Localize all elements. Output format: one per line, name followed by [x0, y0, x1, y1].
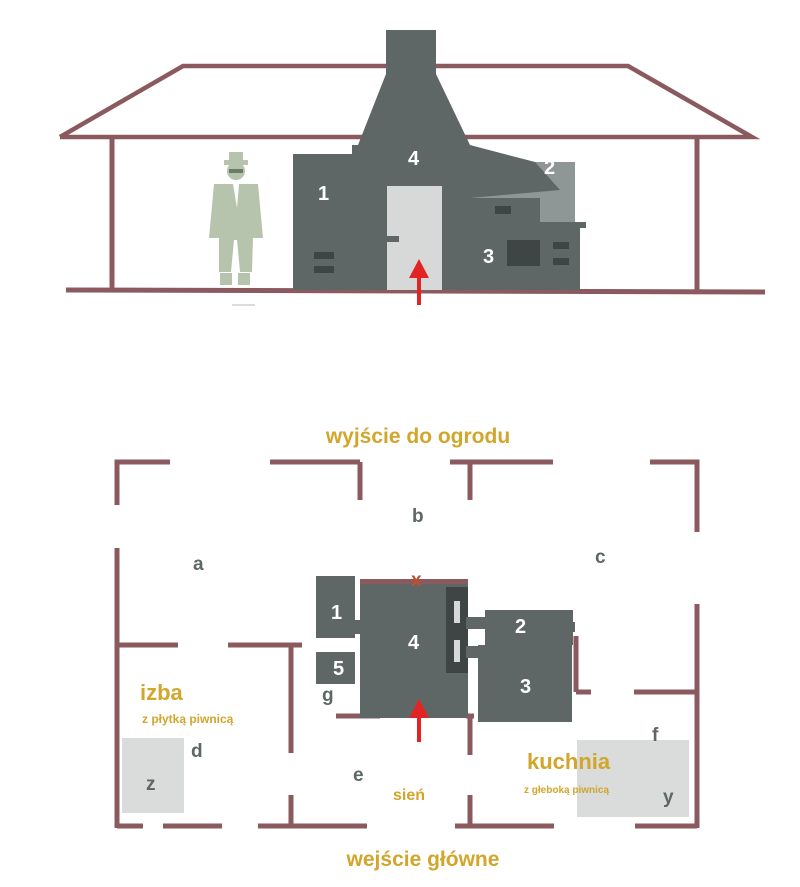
plan-flue-slot-2: [454, 640, 460, 662]
roof-outline: [58, 63, 761, 140]
plan-stove-4-rim: [360, 579, 468, 584]
man-in-hat-icon: [209, 152, 263, 285]
plan-flue-link-1: [466, 617, 486, 629]
main-entrance-label: wejście główne: [346, 848, 500, 871]
plan-letter-c: c: [595, 547, 606, 568]
room-sien-label: sień: [393, 787, 425, 804]
plan-letter-y: y: [663, 787, 674, 808]
plan-letter-e: e: [353, 765, 364, 786]
plan-flue-slot-1: [454, 601, 460, 623]
flue-connector: [462, 175, 472, 215]
inner-walls: [117, 636, 697, 826]
door-handle: [383, 236, 399, 242]
plan-stove-1: [316, 576, 355, 638]
plan-letter-b: b: [412, 506, 424, 527]
plan-label-3: 3: [520, 676, 531, 698]
plan-label-2: 2: [515, 616, 526, 638]
stove-3-vent-2: [553, 258, 569, 265]
cellar-z: [122, 738, 184, 813]
room-kuchnia-sublabel: z głeboką piwnicą: [524, 785, 609, 796]
stove-1-vent-bottom: [314, 266, 334, 273]
plan-label-1: 1: [331, 602, 342, 624]
plan-letter-d: d: [191, 741, 203, 762]
garden-exit-label: wyjście do ogrodu: [325, 425, 510, 448]
stove-1-cap-2: [350, 180, 357, 190]
plan-letter-z: z: [146, 774, 156, 795]
plan-letter-g: g: [322, 685, 334, 706]
plan-label-4: 4: [408, 632, 420, 654]
room-izba-label: izba: [140, 680, 184, 705]
stove-2-vent: [495, 206, 511, 214]
floor-line: [65, 287, 766, 295]
plan-stove-5: [316, 652, 355, 684]
outer-walls: [114, 459, 700, 829]
cellar-y: [577, 740, 689, 817]
stove-2-hood: [470, 145, 560, 198]
elevation-view: 1 2 3 4: [58, 30, 766, 306]
elevation-label-1: 1: [318, 183, 329, 205]
stove-1-vent-top: [314, 252, 334, 259]
plan-red-arrow-up-icon: [409, 699, 429, 742]
elevation-label-2: 2: [544, 157, 555, 179]
plan-stove-2: [485, 610, 573, 645]
plan-label-5: 5: [333, 658, 344, 680]
chimney-hood: [358, 30, 470, 145]
stove-3-top: [466, 222, 586, 228]
stove-3-oven: [507, 240, 540, 266]
stove-1-cap: [350, 163, 357, 176]
elevation-label-4: 4: [408, 148, 420, 170]
plan-letter-x: x: [411, 570, 422, 591]
room-izba-sublabel: z płytką piwnicą: [142, 712, 234, 726]
plan-stove-2-knob: [570, 622, 575, 632]
red-arrow-up-icon: [409, 259, 429, 305]
plan-flue-panel: [446, 587, 468, 673]
elevation-label-3: 3: [483, 246, 494, 268]
plan-stove-3: [478, 645, 572, 722]
stove-3-vent-1: [553, 242, 569, 249]
floor-plan: 1 2 3 4 5 a b c d e f g x y z wyjście do…: [114, 425, 700, 871]
plan-letter-a: a: [193, 554, 204, 575]
plan-flue-link-2: [466, 646, 480, 658]
room-kuchnia-label: kuchnia: [527, 749, 611, 774]
plan-stove-1-link: [350, 620, 362, 634]
plan-letter-f: f: [652, 725, 659, 746]
